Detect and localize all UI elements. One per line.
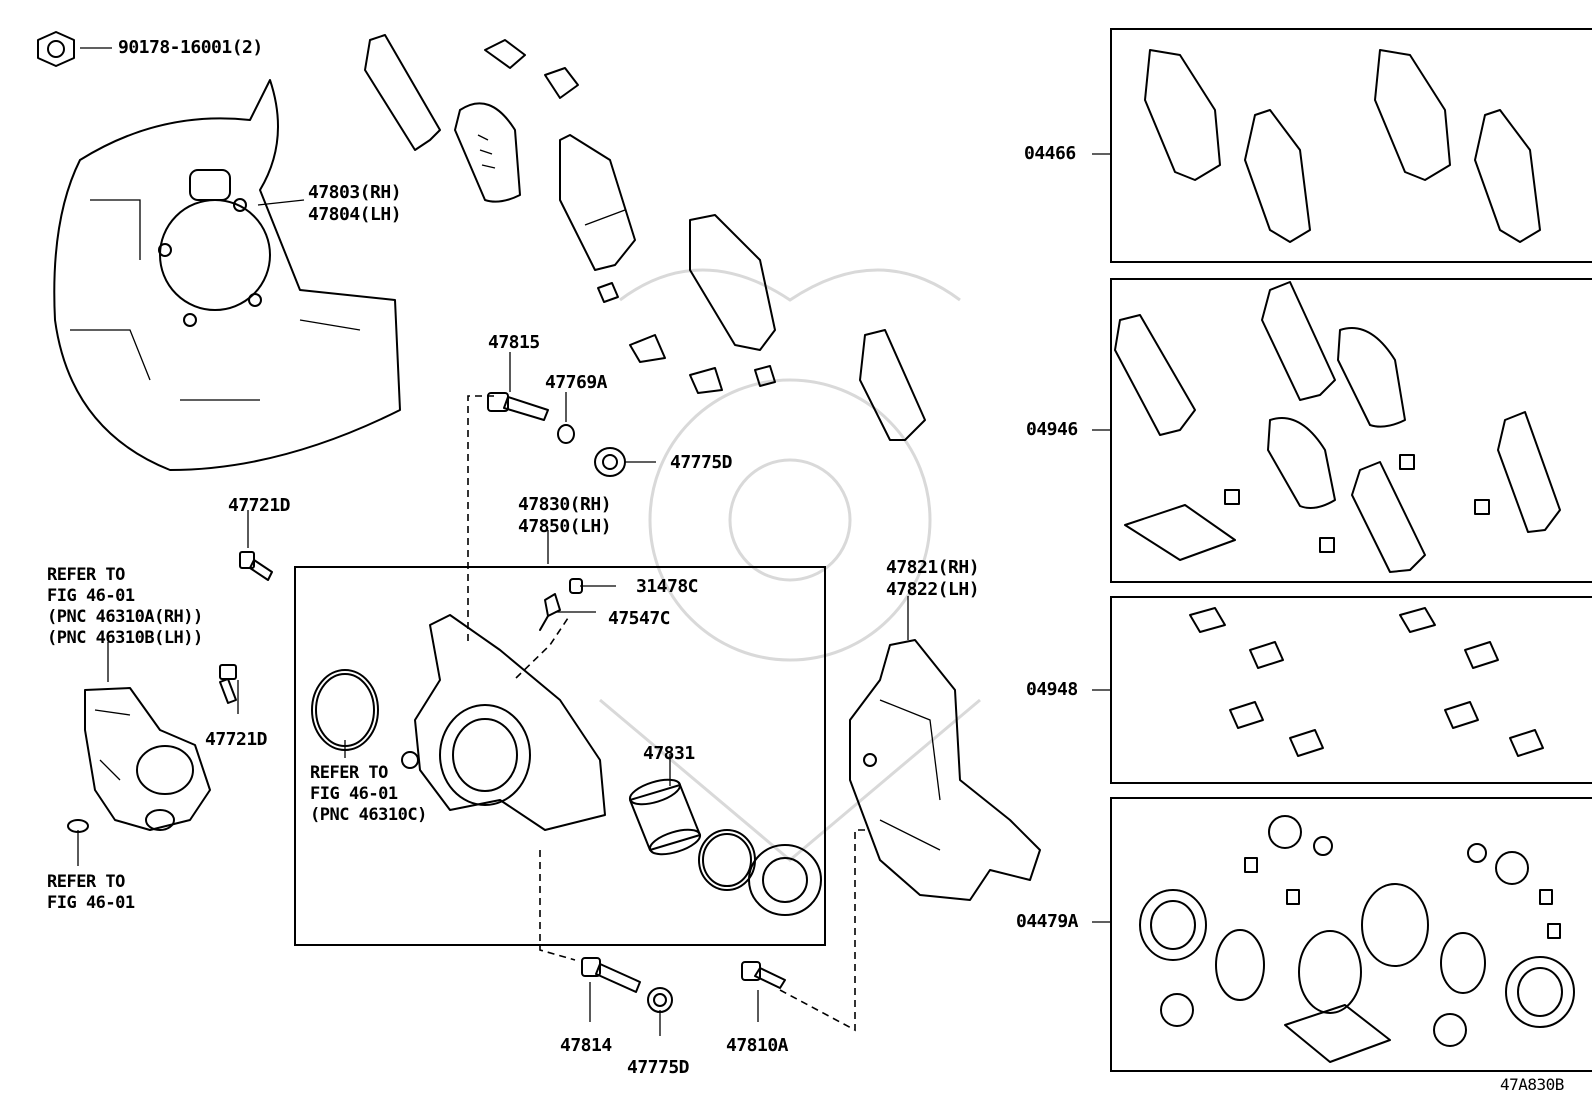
note-plug-line: REFER TO (47, 872, 125, 892)
note-actuator-line: (PNC 46310B(LH)) (47, 628, 203, 648)
callout-shield-lh: 47804(LH) (308, 204, 402, 225)
kit-box-04948 (1110, 596, 1592, 784)
note-actuator-line: (PNC 46310A(RH)) (47, 607, 203, 627)
note-actuator: REFER TO FIG 46-01 (PNC 46310A(RH)) (PNC… (47, 565, 203, 649)
kit-code-04948: 04948 (1026, 679, 1078, 700)
callout-bleeder: 47547C (608, 608, 671, 629)
note-plug-line: FIG 46-01 (47, 893, 135, 913)
callout-mount-rh: 47821(RH) (886, 557, 980, 578)
kit-04948-drawing (1189, 607, 1544, 757)
watermark-logo (599, 268, 981, 862)
note-actuator-line: REFER TO (47, 565, 125, 585)
note-seal-line: FIG 46-01 (310, 784, 398, 804)
note-seal-line: REFER TO (310, 763, 388, 783)
kit-code-04466: 04466 (1024, 143, 1076, 164)
kit-code-04479A: 04479A (1016, 911, 1079, 932)
callout-bolt-lower: 47810A (726, 1035, 789, 1056)
dust-shield-part (53, 79, 401, 471)
callout-bolt-a: 47721D (228, 495, 291, 516)
kit-04946-drawing (1114, 281, 1561, 573)
boot-small-part (557, 424, 575, 444)
parking-actuator-part (84, 687, 211, 831)
note-plug: REFER TO FIG 46-01 (47, 872, 135, 914)
kit-code-04946: 04946 (1026, 419, 1078, 440)
callout-mount-lh: 47822(LH) (886, 579, 980, 600)
kit-04479A-drawing (1139, 815, 1575, 1063)
callout-nut: 90178-16001(2) (118, 37, 263, 58)
caliper-body-part (401, 614, 606, 831)
caliper-mounting-part (849, 639, 1041, 901)
loose-brake-pads (364, 34, 926, 441)
kit-box-04946 (1110, 278, 1592, 583)
callout-bushing-lower: 47775D (627, 1057, 690, 1078)
guide-pin-lower-part (581, 957, 641, 993)
callout-pin-upper: 47815 (488, 332, 540, 353)
dashed-guides (467, 395, 870, 1032)
bushing-upper-part (594, 447, 626, 477)
caliper-assembly-box (294, 566, 826, 946)
piston-seal-ring (311, 669, 379, 751)
piston-part (628, 778, 702, 856)
bushing-lower-part (647, 987, 673, 1013)
bolt-a-part (239, 551, 273, 581)
plug-part (67, 819, 89, 833)
callout-cap: 31478C (636, 576, 699, 597)
callout-piston: 47831 (643, 743, 695, 764)
note-seal: REFER TO FIG 46-01 (PNC 46310C) (310, 763, 427, 826)
callout-pin-lower: 47814 (560, 1035, 612, 1056)
leader-lines (77, 47, 1110, 1036)
bleeder-part (539, 593, 561, 631)
callout-bushing-upper: 47775D (670, 452, 733, 473)
callout-bolt-b: 47721D (205, 729, 268, 750)
callout-caliper-lh: 47850(LH) (518, 516, 612, 537)
bolt-b-part (219, 664, 237, 704)
kit-box-04466 (1110, 28, 1592, 263)
bolt-lower-part (741, 961, 786, 989)
callout-boot-small: 47769A (545, 372, 608, 393)
guide-pin-upper-part (487, 392, 549, 421)
cap-part (569, 578, 583, 594)
figure-code: 47A830B (1500, 1075, 1564, 1094)
kit-box-04479A (1110, 797, 1592, 1072)
note-seal-line: (PNC 46310C) (310, 805, 427, 825)
callout-caliper-rh: 47830(RH) (518, 494, 612, 515)
kit-04466-drawing (1144, 49, 1541, 243)
callout-shield-rh: 47803(RH) (308, 182, 402, 203)
piston-boot (748, 844, 822, 916)
nut-part (37, 31, 75, 67)
note-actuator-line: FIG 46-01 (47, 586, 135, 606)
